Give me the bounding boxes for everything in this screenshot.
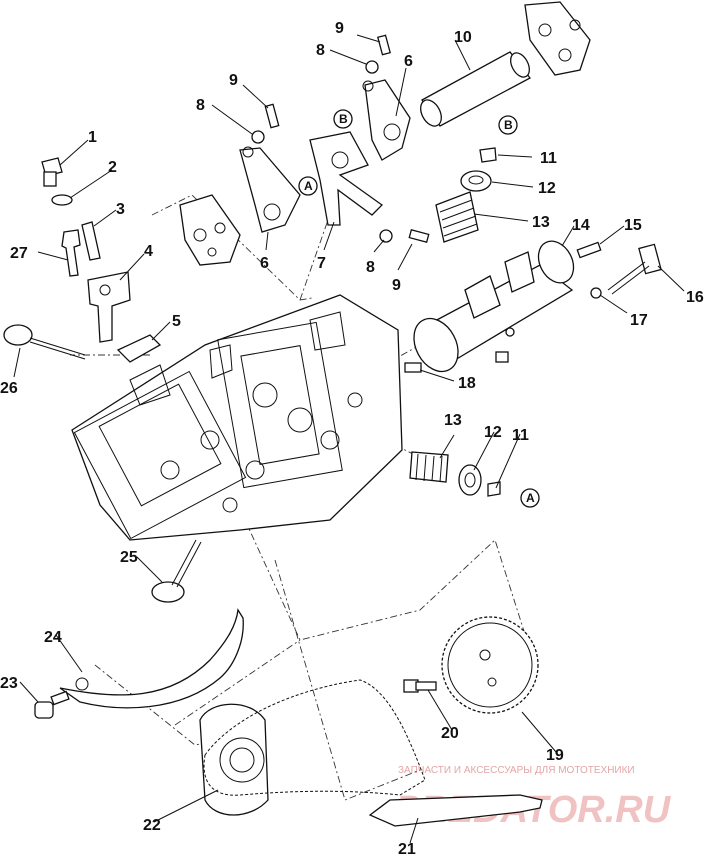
- bolt-1: [41, 157, 63, 187]
- callout-9: 9: [229, 72, 238, 89]
- cam-sprocket-19: [441, 616, 539, 714]
- callout-7: 7: [317, 255, 326, 272]
- pin-18: [404, 362, 422, 373]
- svg-text:A: A: [526, 491, 535, 505]
- rear-cover: [524, 1, 591, 76]
- pin-15: [576, 241, 602, 259]
- callout-12: 12: [484, 424, 502, 441]
- adjusters: [251, 34, 430, 243]
- callout-12: 12: [538, 180, 556, 197]
- callout-19: 19: [546, 747, 564, 764]
- callout-24: 24: [44, 629, 62, 646]
- callout-21: 21: [398, 841, 416, 856]
- callout-20: 20: [441, 725, 459, 742]
- callout-14: 14: [572, 217, 590, 234]
- callout-2: 2: [108, 159, 117, 176]
- svg-text:B: B: [339, 112, 348, 126]
- circle-label-a: A: [520, 488, 540, 508]
- head-plate: [179, 194, 241, 266]
- callout-9: 9: [335, 20, 344, 37]
- callout-15: 15: [624, 217, 642, 234]
- circle-label-b: B: [333, 109, 353, 129]
- callout-1: 1: [88, 129, 97, 146]
- cylinder-head: [71, 294, 403, 541]
- svg-text:B: B: [504, 118, 513, 132]
- crank-sprocket-22: [199, 703, 269, 816]
- valve-25: [151, 539, 202, 603]
- tensioner-4: [87, 271, 131, 343]
- rocker-shaft-10: [420, 51, 531, 127]
- valve-set-lower: [409, 451, 501, 497]
- callout-27: 27: [10, 245, 28, 262]
- callout-11: 11: [540, 150, 557, 167]
- washer-17: [590, 287, 602, 299]
- callout-23: 23: [0, 675, 18, 692]
- watermark-tagline: ЗАПЧАСТИ И АКСЕССУАРЫ ДЛЯ МОТОТЕХНИКИ: [398, 765, 635, 776]
- callout-13: 13: [532, 214, 550, 231]
- callout-10: 10: [454, 29, 472, 46]
- rocker-arm-6-right: [362, 79, 411, 161]
- callout-5: 5: [172, 313, 181, 330]
- rocker-arm-6-left: [239, 146, 301, 233]
- callout-22: 22: [143, 817, 161, 834]
- callout-13: 13: [444, 412, 462, 429]
- timing-chain: [203, 679, 426, 796]
- valve-26: [3, 324, 86, 360]
- bolt-23: [34, 690, 70, 719]
- washer-2: [51, 194, 73, 206]
- callout-numbers: 1 2 3 27 4 5 26 9 8 6 9 8 6 7 8 9 10 11 …: [0, 20, 704, 856]
- callout-6: 6: [260, 255, 269, 272]
- circle-label-b: B: [498, 115, 518, 135]
- callout-25: 25: [120, 549, 138, 566]
- valve-set-upper: [435, 147, 497, 243]
- gasket-5: [116, 334, 162, 363]
- rocker-arm-7: [309, 131, 384, 226]
- stud-3: [81, 221, 101, 261]
- callout-4: 4: [144, 243, 153, 260]
- callout-8: 8: [316, 42, 325, 59]
- bolt-27: [61, 229, 81, 277]
- callout-6: 6: [404, 53, 413, 70]
- svg-text:A: A: [304, 179, 313, 193]
- callout-9: 9: [392, 277, 401, 294]
- callout-8: 8: [196, 97, 205, 114]
- callout-16: 16: [686, 289, 704, 306]
- callout-17: 17: [630, 312, 648, 329]
- callout-8: 8: [366, 259, 375, 276]
- bolt-16: [607, 243, 662, 295]
- callout-26: 26: [0, 380, 18, 397]
- callout-3: 3: [116, 201, 125, 218]
- camshaft-14: [413, 240, 575, 373]
- chain-guide-24: [59, 608, 244, 709]
- bolt-20: [403, 679, 437, 693]
- callout-18: 18: [458, 375, 476, 392]
- callout-11: 11: [512, 427, 529, 444]
- leader-lines: [13, 34, 685, 844]
- circle-label-a: A: [298, 176, 318, 196]
- circle-labels: B B A A: [298, 109, 540, 508]
